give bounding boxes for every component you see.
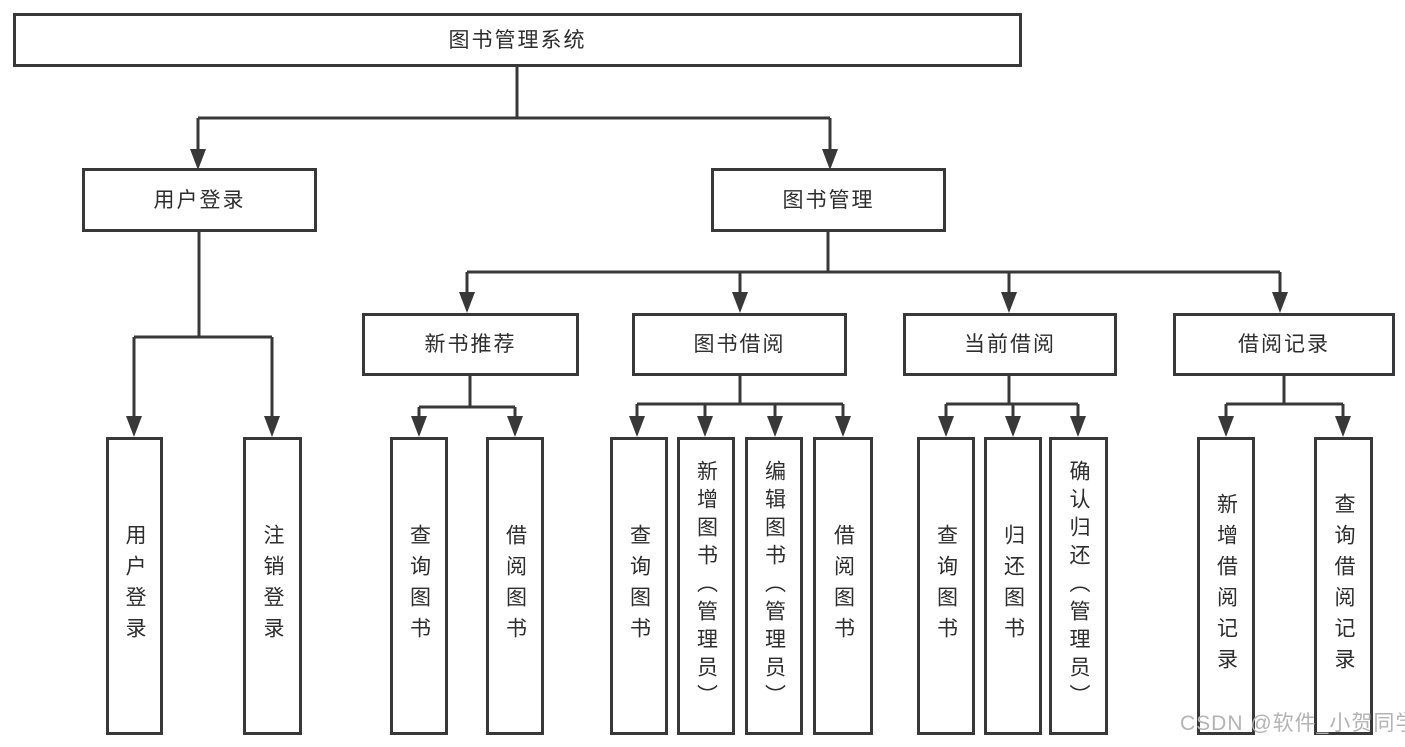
leaf-query-borrow-record: 查询借阅记录 — [1314, 437, 1373, 735]
arrow-down-icon — [822, 149, 838, 170]
arrow-down-icon — [190, 149, 206, 170]
leaf-query-book-3: 查询图书 — [917, 437, 975, 735]
arrow-down-icon — [1005, 416, 1021, 437]
arrow-down-icon — [629, 416, 645, 437]
leaf-edit-book-admin: 编辑图书（管理员） — [745, 437, 803, 735]
leaf-add-borrow-record: 新增借阅记录 — [1197, 437, 1255, 735]
arrow-down-icon — [1272, 292, 1288, 313]
node-root: 图书管理系统 — [13, 13, 1022, 67]
leaf-borrow-book-1: 借阅图书 — [486, 437, 544, 735]
arrow-down-icon — [835, 416, 851, 437]
arrow-down-icon — [938, 416, 954, 437]
arrow-down-icon — [507, 416, 523, 437]
csdn-watermark: CSDN @软件_小贺同学 — [1180, 712, 1405, 735]
arrow-down-icon — [264, 416, 280, 437]
arrow-down-icon — [1070, 416, 1086, 437]
arrow-down-icon — [411, 416, 427, 437]
arrow-down-icon — [732, 292, 748, 313]
leaf-query-book-2: 查询图书 — [610, 437, 668, 735]
node-borrowing: 图书借阅 — [632, 313, 847, 376]
leaf-add-book-admin: 新增图书（管理员） — [677, 437, 735, 735]
arrow-down-icon — [1001, 292, 1017, 313]
node-borrow-records: 借阅记录 — [1173, 313, 1395, 376]
arrow-down-icon — [459, 292, 475, 313]
leaf-confirm-return-admin: 确认归还（管理员） — [1049, 437, 1108, 735]
node-new-books: 新书推荐 — [362, 313, 579, 376]
node-user-login: 用户登录 — [82, 168, 317, 232]
node-current-borrow: 当前借阅 — [903, 313, 1117, 376]
leaf-user-login: 用户登录 — [106, 437, 163, 735]
node-book-mgmt: 图书管理 — [711, 168, 946, 232]
leaf-logout: 注销登录 — [243, 437, 302, 735]
arrow-down-icon — [1218, 416, 1234, 437]
arrow-down-icon — [1335, 416, 1351, 437]
leaf-return-book: 归还图书 — [984, 437, 1042, 735]
arrow-down-icon — [697, 416, 713, 437]
arrow-down-icon — [126, 416, 142, 437]
leaf-borrow-book-2: 借阅图书 — [813, 437, 873, 735]
leaf-query-book-1: 查询图书 — [390, 437, 448, 735]
arrow-down-icon — [767, 416, 783, 437]
